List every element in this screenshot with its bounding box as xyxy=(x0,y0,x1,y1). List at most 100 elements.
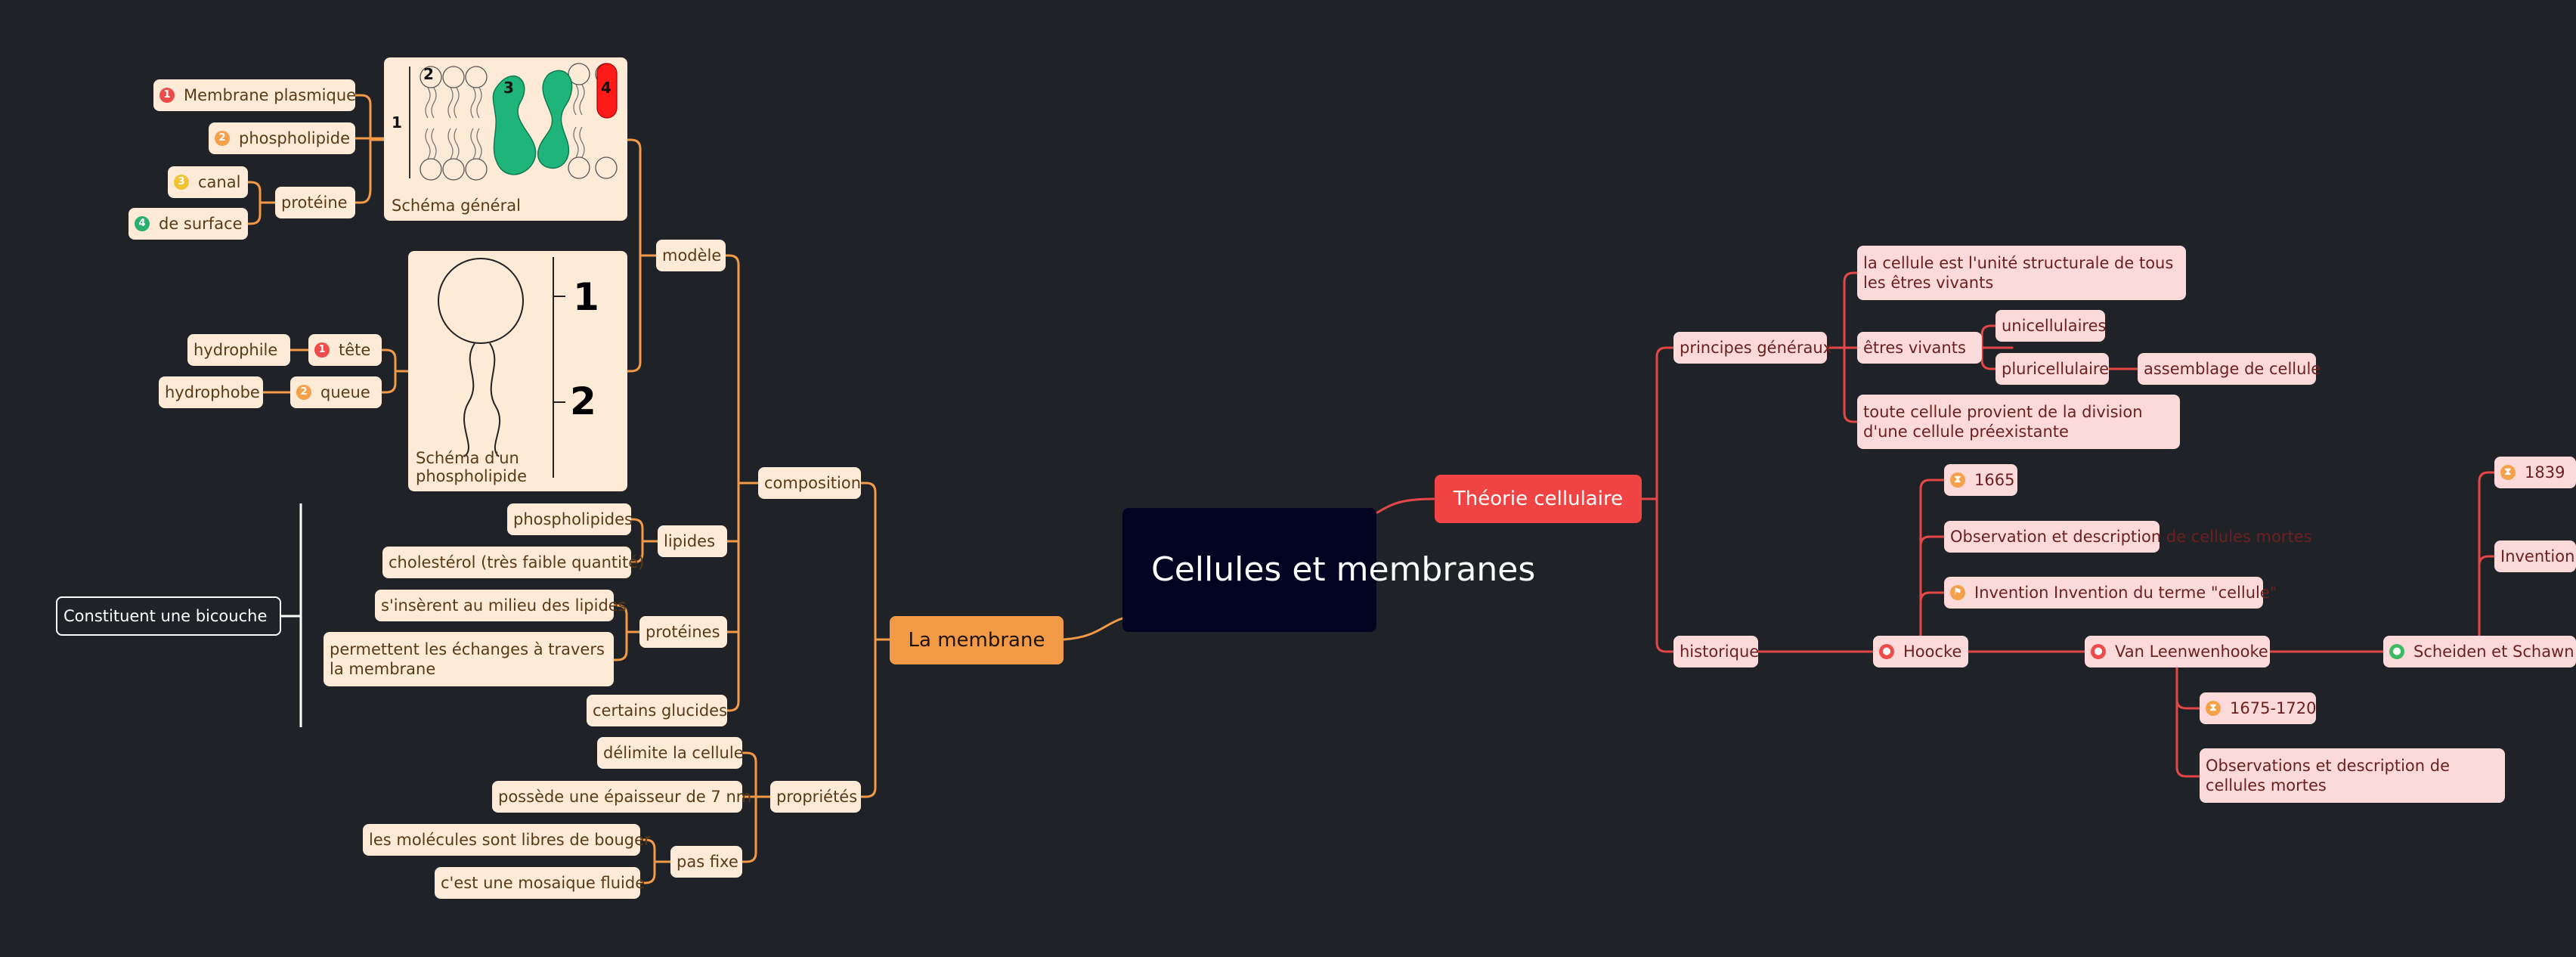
phospholipid-diagram xyxy=(438,257,565,478)
item-proteine[interactable]: protéine xyxy=(275,187,355,218)
topic-proteines[interactable]: protéines xyxy=(639,616,727,648)
item-canal[interactable]: 3 canal xyxy=(168,166,248,198)
item-1675-1720[interactable]: ⧗ 1675-1720 xyxy=(2200,692,2316,724)
person-icon: ● xyxy=(1879,644,1894,659)
topic-proprietes[interactable]: propriétés xyxy=(770,781,861,813)
observation-label: Observation et description de cellules m… xyxy=(1950,528,2312,546)
topic-theorie-cellulaire[interactable]: Théorie cellulaire xyxy=(1435,475,1642,523)
phospho-number-2: 2 xyxy=(570,379,596,423)
priority-1-icon: 1 xyxy=(314,342,330,358)
topic-composition[interactable]: composition xyxy=(758,467,861,499)
item-hydrophobe[interactable]: hydrophobe xyxy=(159,376,263,408)
central-topic-label: Cellules et membranes xyxy=(1151,550,1536,589)
item-unite-structurale[interactable]: la cellule est l'unité structurale de to… xyxy=(1857,246,2186,300)
item-division[interactable]: toute cellule provient de la division d'… xyxy=(1857,395,2180,449)
composition-label: composition xyxy=(764,474,862,492)
item-unicellulaires[interactable]: unicellulaires xyxy=(1995,310,2107,342)
historique-label: historique xyxy=(1680,643,1760,661)
bilayer-diagram xyxy=(409,63,618,181)
item-invention2[interactable]: Invention xyxy=(2494,540,2576,572)
membrane-plasmique-label: Membrane plasmique xyxy=(184,86,357,104)
mosaique-label: c'est une mosaique fluide xyxy=(441,874,646,892)
item-membrane-plasmique[interactable]: 1 Membrane plasmique xyxy=(153,79,357,111)
flag-icon: ⚑ xyxy=(1950,585,1965,600)
hoocke-label: Hoocke xyxy=(1903,643,1962,661)
division-label: toute cellule provient de la division d'… xyxy=(1863,403,2143,441)
priority-1-icon: 1 xyxy=(159,88,175,103)
etres-label: êtres vivants xyxy=(1863,339,1966,357)
topic-historique[interactable]: historique xyxy=(1673,636,1760,667)
proprietes-label: propriétés xyxy=(776,788,858,806)
item-phospholipides[interactable]: phospholipides xyxy=(507,503,633,535)
schema-number-1: 1 xyxy=(392,113,402,132)
pluricellulaire-label: pluricellulaire xyxy=(2002,360,2110,378)
topic-lipides[interactable]: lipides xyxy=(658,525,727,557)
topic-principes-generaux[interactable]: principes généraux xyxy=(1673,332,1832,364)
bicouche-label: Constituent une bicouche xyxy=(63,607,268,625)
topic-etres-vivants[interactable]: êtres vivants xyxy=(1857,332,1982,364)
topic-la-membrane[interactable]: La membrane xyxy=(890,616,1064,664)
schema-number-3: 3 xyxy=(503,79,514,97)
unicellulaires-label: unicellulaires xyxy=(2002,317,2107,335)
item-assemblage[interactable]: assemblage de cellule xyxy=(2138,353,2321,385)
theorie-label: Théorie cellulaire xyxy=(1453,488,1624,510)
central-topic[interactable]: Cellules et membranes xyxy=(1122,508,1536,632)
item-epaisseur[interactable]: possède une épaisseur de 7 nm xyxy=(492,781,751,813)
hydrophile-label: hydrophile xyxy=(194,341,278,359)
item-1839[interactable]: ⧗ 1839 xyxy=(2494,457,2576,488)
item-queue[interactable]: 2 queue xyxy=(290,376,382,408)
item-cholesterol[interactable]: cholestérol (très faible quantité) xyxy=(382,547,644,578)
item-mosaique[interactable]: c'est une mosaique fluide xyxy=(435,867,645,899)
phospholipides-label: phospholipides xyxy=(513,510,633,528)
item-delimite[interactable]: délimite la cellule xyxy=(597,737,744,769)
tete-label: tête xyxy=(339,341,371,359)
permettent-label: permettent les échanges à travers la mem… xyxy=(330,640,605,678)
item-permettent[interactable]: permettent les échanges à travers la mem… xyxy=(324,632,614,686)
hourglass-icon: ⧗ xyxy=(2206,701,2221,716)
year-1839-label: 1839 xyxy=(2525,463,2565,482)
topic-scheiden-schawn[interactable]: ● Scheiden et Schawn xyxy=(2383,636,2576,667)
proteine-label: protéine xyxy=(281,194,348,212)
topic-pas-fixe[interactable]: pas fixe xyxy=(670,846,742,878)
delimite-label: délimite la cellule xyxy=(603,744,744,762)
priority-2-icon: 2 xyxy=(296,385,311,400)
item-observations2[interactable]: Observations et description de cellules … xyxy=(2200,748,2505,803)
sinserent-label: s'insèrent au milieu des lipides xyxy=(381,596,627,615)
hourglass-icon: ⧗ xyxy=(2500,465,2516,480)
phospholipide-label: phospholipide xyxy=(239,129,350,147)
modele-label: modèle xyxy=(662,246,722,265)
summary-bicouche[interactable]: Constituent une bicouche xyxy=(56,596,281,636)
schwann-label: Scheiden et Schawn xyxy=(2413,643,2574,661)
topic-la-membrane-label: La membrane xyxy=(908,629,1045,652)
epaisseur-label: possède une épaisseur de 7 nm xyxy=(498,788,752,806)
canal-label: canal xyxy=(198,173,241,191)
person-icon: ● xyxy=(2389,644,2404,659)
observations2-label: Observations et description de cellules … xyxy=(2206,757,2451,794)
item-molecules[interactable]: les molécules sont libres de bouger xyxy=(363,824,651,856)
item-sinserent[interactable]: s'insèrent au milieu des lipides xyxy=(375,590,627,621)
item-pluricellulaire[interactable]: pluricellulaire xyxy=(1995,353,2109,385)
hydrophobe-label: hydrophobe xyxy=(165,383,260,401)
topic-modele[interactable]: modèle xyxy=(656,240,726,271)
schema-number-4: 4 xyxy=(601,79,611,97)
item-observation[interactable]: Observation et description de cellules m… xyxy=(1944,521,2312,553)
molecules-label: les molécules sont libres de bouger xyxy=(369,831,651,849)
schema-general-caption: Schéma général xyxy=(392,197,521,215)
item-invention[interactable]: ⚑ Invention Invention du terme "cellule" xyxy=(1944,577,2277,609)
item-phospholipide[interactable]: 2 phospholipide xyxy=(209,122,355,154)
topic-van-leenwenhooke[interactable]: ● Van Leenwenhooke xyxy=(2085,636,2270,667)
item-tete[interactable]: 1 tête xyxy=(308,334,382,366)
item-hydrophile[interactable]: hydrophile xyxy=(187,334,290,366)
item-1665[interactable]: ⧗ 1665 xyxy=(1944,464,2017,496)
schema-general-card[interactable]: 1 2 3 4 Schéma général xyxy=(384,57,627,221)
phospho-number-1: 1 xyxy=(573,275,599,319)
item-de-surface[interactable]: 4 de surface xyxy=(128,208,248,240)
pas-fixe-label: pas fixe xyxy=(677,853,738,871)
person-icon: ● xyxy=(2091,644,2106,659)
topic-certains-glucides[interactable]: certains glucides xyxy=(587,695,727,726)
topic-hoocke[interactable]: ● Hoocke xyxy=(1873,636,1968,667)
priority-4-icon: 4 xyxy=(135,216,150,231)
schema-phospholipide-card[interactable]: 1 2 Schéma d'un phospholipide xyxy=(408,251,627,491)
